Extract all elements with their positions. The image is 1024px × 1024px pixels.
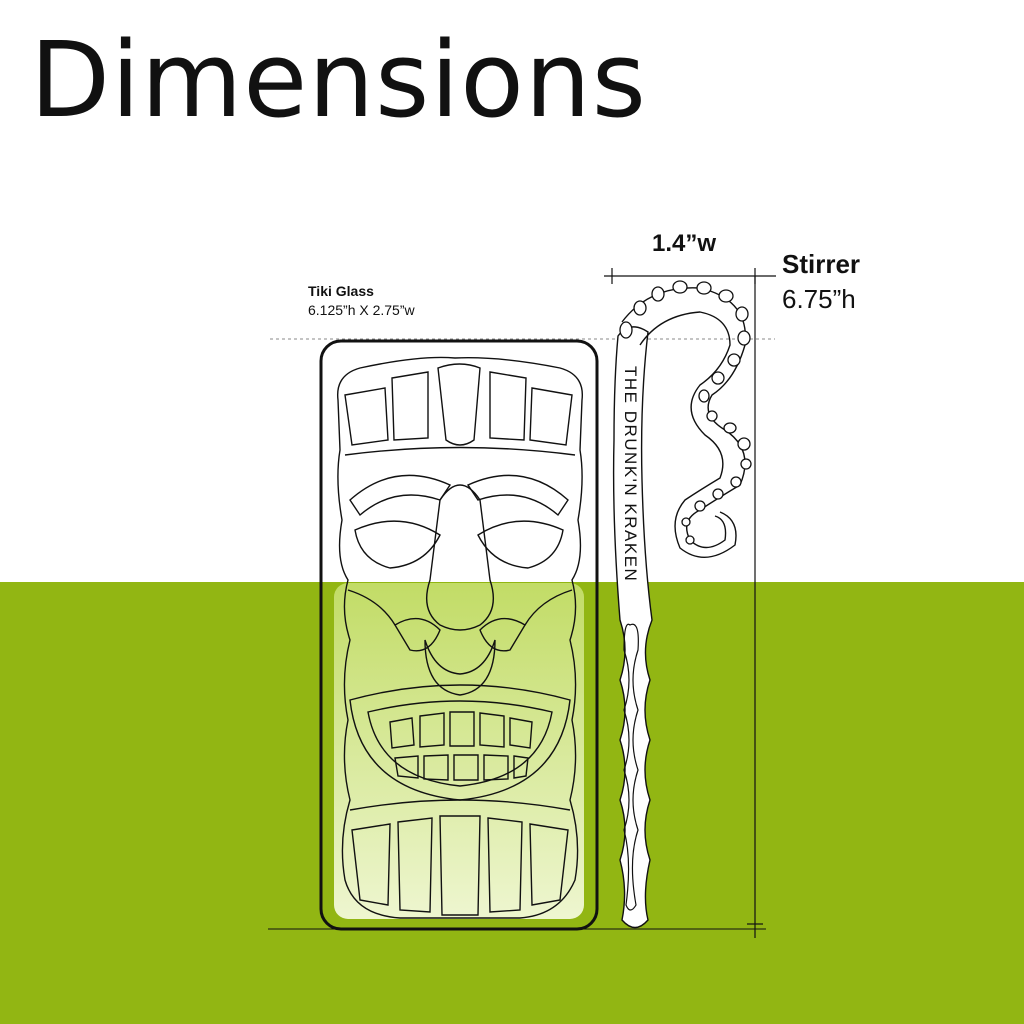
tiki-glass-label: Tiki Glass <box>308 283 374 299</box>
tiki-glass-outline <box>319 339 599 931</box>
tiki-face-illustration <box>336 356 584 919</box>
stirrer-engraving: THE DRUNK'N KRAKEN <box>621 366 640 582</box>
stirrer-slot <box>623 623 639 911</box>
stirrer-height-label: 6.75”h <box>782 284 856 314</box>
stirrer-height-dimension <box>747 276 763 938</box>
stirrer-width-label: 1.4”w <box>652 230 717 257</box>
stirrer-label: Stirrer <box>782 249 861 279</box>
tiki-glass-dimensions: 6.125”h X 2.75”w <box>308 302 415 318</box>
page-title: Dimensions <box>30 19 647 141</box>
tentacle-suckers <box>619 280 752 545</box>
glass-liquid <box>334 583 584 919</box>
stirrer-width-dimension <box>604 268 776 284</box>
stirrer-body <box>612 326 653 929</box>
